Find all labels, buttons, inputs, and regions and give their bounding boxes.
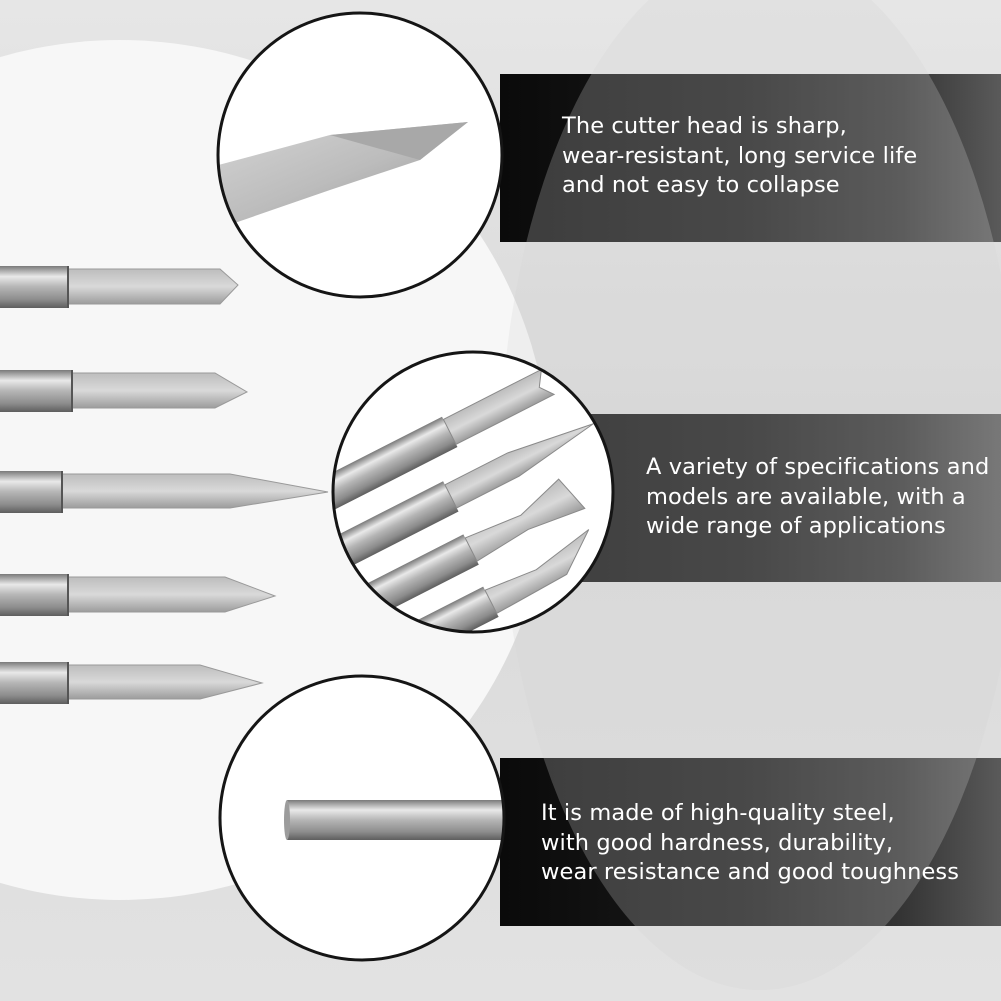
feature-text-sharpness: The cutter head is sharp, wear-resistant… [562,112,917,201]
engraving-bit-2 [0,370,249,412]
feature-band-material [500,758,1001,926]
engraving-bit-set [0,266,329,704]
feature-line: wear resistance and good toughness [541,859,960,885]
tip-closeup-circle [216,11,504,299]
feature-line: A variety of specifications and [646,454,990,480]
engraving-bit-3 [0,471,329,513]
engraving-bit-5 [0,662,264,704]
feature-line: and not easy to collapse [562,172,840,198]
feature-band-sharpness [500,74,1001,242]
variety-closeup-circle [331,350,615,634]
background-shade [500,0,1001,990]
feature-text-material: It is made of high-quality steel, with g… [541,799,959,888]
feature-text-variety: A variety of specifications and models a… [646,453,989,542]
engraving-bit-1 [0,266,239,308]
feature-line: models are available, with a [646,483,966,510]
engraving-bit-4 [0,574,277,616]
shaft-closeup-circle [218,674,506,962]
feature-line: It is made of high-quality steel, [541,800,895,826]
feature-line: wide range of applications [646,513,946,539]
feature-line: The cutter head is sharp, [562,113,847,139]
feature-line: wear-resistant, long service life [562,142,918,169]
feature-line: with good hardness, durability, [541,829,894,856]
